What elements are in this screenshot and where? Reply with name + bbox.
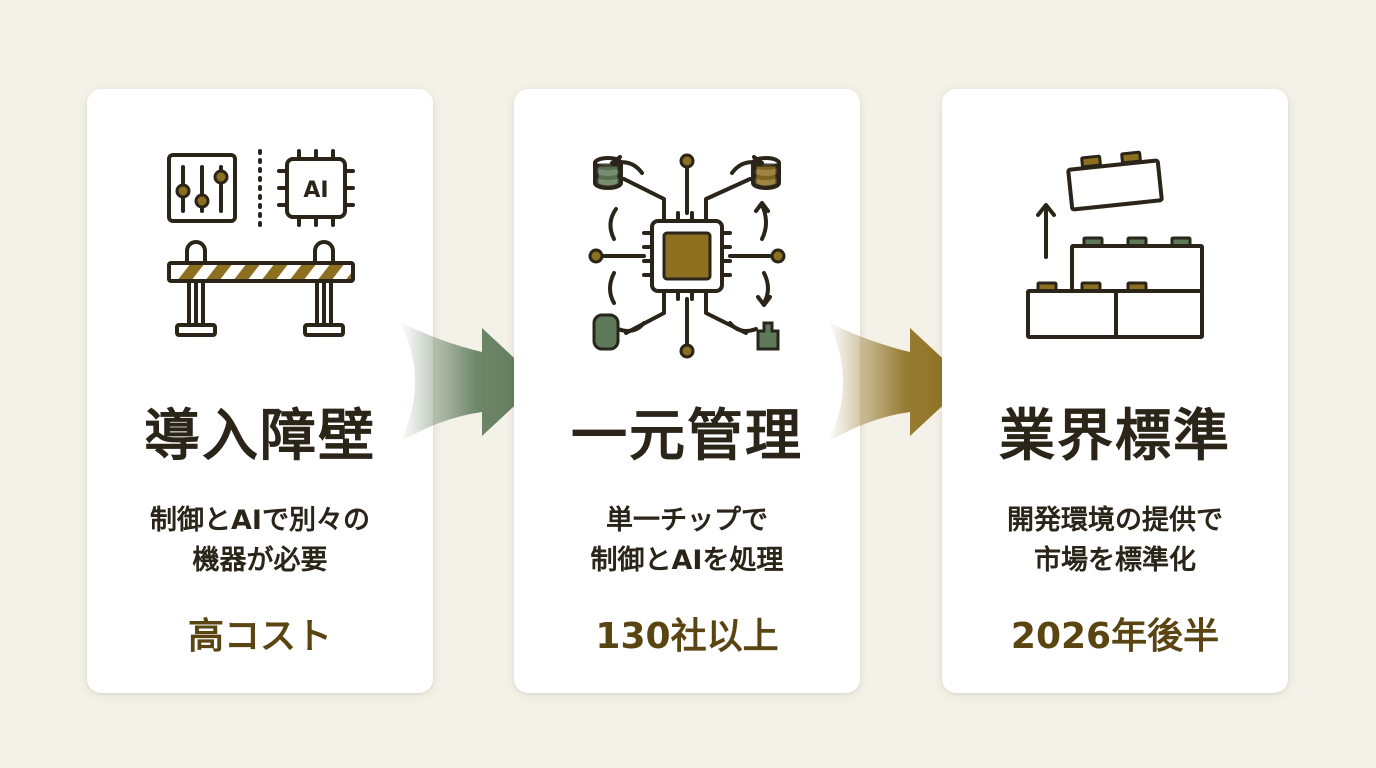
step-description-line: 市場を標準化 — [1034, 545, 1196, 576]
step-description-line: 単一チップで — [606, 505, 768, 536]
barrier-icon: AI — [87, 139, 433, 369]
arrow-right-icon — [400, 322, 540, 442]
step-card-unified: 一元管理 単一チップで 制御とAIを処理 130社以上 — [514, 89, 860, 693]
ai-chip-label: AI — [303, 178, 328, 203]
step-card-barrier: AI 導入障壁 制御とAIで別々の 機器が必要 高コスト — [87, 89, 433, 693]
step-title: 一元管理 — [571, 403, 803, 469]
processor-network-icon — [514, 139, 860, 369]
step-description: 制御とAIで別々の 機器が必要 — [87, 501, 433, 581]
step-description: 開発環境の提供で 市場を標準化 — [942, 501, 1288, 581]
arrow-right-icon — [828, 322, 968, 442]
step-metric: 高コスト — [187, 616, 332, 657]
step-metric: 2026年後半 — [1010, 616, 1220, 657]
step-description-line: 制御とAIを処理 — [590, 545, 784, 576]
step-card-standard: 業界標準 開発環境の提供で 市場を標準化 2026年後半 — [942, 89, 1288, 693]
step-title: 導入障壁 — [144, 403, 376, 469]
building-blocks-icon — [942, 139, 1288, 369]
step-metric: 130社以上 — [595, 616, 779, 657]
step-description-line: 開発環境の提供で — [1007, 505, 1223, 536]
step-description-line: 制御とAIで別々の — [150, 505, 370, 536]
step-title: 業界標準 — [999, 403, 1231, 469]
step-description: 単一チップで 制御とAIを処理 — [514, 501, 860, 581]
step-description-line: 機器が必要 — [192, 545, 328, 576]
